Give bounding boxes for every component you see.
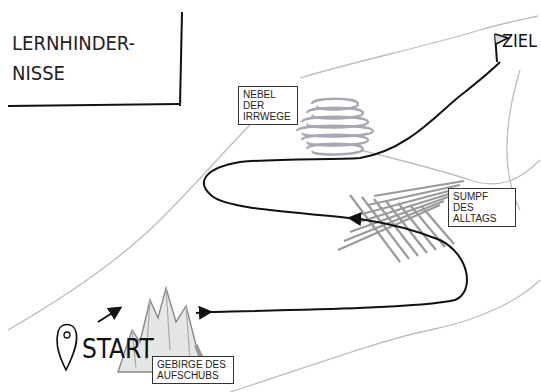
learning-path: [98, 62, 500, 322]
terrain-lines: [8, 16, 540, 392]
fog-scribbles: [297, 99, 373, 155]
title-frame: [8, 104, 180, 106]
obstacle-label-box: SUMPF DES ALLTAGS: [448, 188, 516, 227]
obstacle-name: SUMPF DES ALLTAGS: [453, 191, 511, 224]
goal-label: ZIEL: [502, 30, 537, 51]
swamp-hatching: [338, 181, 464, 262]
obstacle-name: GEBIRGE DES AUFSCHUBS: [157, 359, 229, 381]
obstacle-label-box: GEBIRGE DES AUFSCHUBS: [152, 356, 234, 384]
diagram-title: LERNHINDER- NISSE: [12, 28, 172, 88]
start-label: START: [82, 334, 154, 364]
location-pin: [57, 325, 77, 371]
obstacle-label-box: NEBEL DER IRRWEGE: [238, 86, 298, 125]
obstacle-name: NEBEL DER IRRWEGE: [243, 89, 293, 122]
title-frame: [180, 12, 182, 106]
